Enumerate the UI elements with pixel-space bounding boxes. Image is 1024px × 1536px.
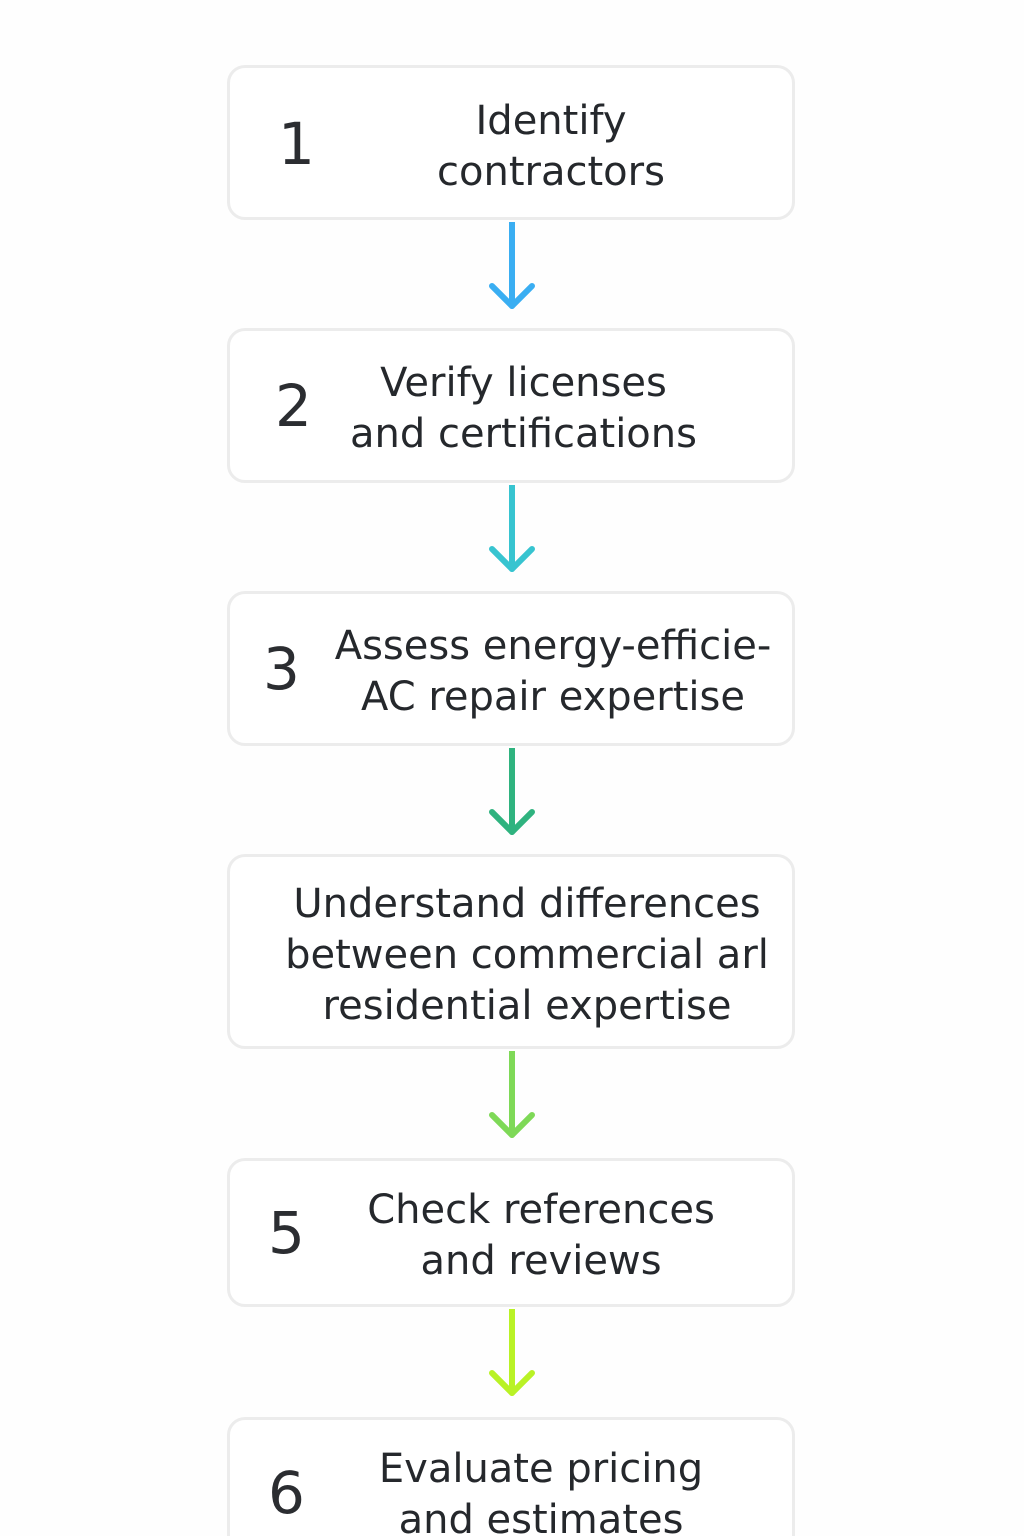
- step-label-4: Understand differences between commercia…: [285, 881, 769, 1029]
- arrow-down-icon: [489, 748, 535, 835]
- arrow-head: [489, 546, 535, 572]
- arrow-down-icon: [489, 1051, 535, 1138]
- step-box-3: 3 Assess energy-efficie- AC repair exper…: [227, 591, 795, 746]
- step-label-5: Check references and reviews: [367, 1187, 715, 1284]
- step-label-1: Identify contractors: [437, 98, 665, 195]
- step-label-3: Assess energy-efficie- AC repair experti…: [334, 623, 772, 720]
- step-label-2: Verify licenses and certifications: [350, 360, 697, 457]
- step-box-5: 5 Check references and reviews: [227, 1158, 795, 1307]
- step-number-1: 1: [278, 110, 315, 178]
- arrow-5-6: [486, 1309, 538, 1399]
- arrow-3-4: [486, 748, 538, 838]
- arrow-down-icon: [489, 1309, 535, 1396]
- step-box-4: Understand differences between commercia…: [227, 854, 795, 1049]
- arrow-head: [489, 1370, 535, 1396]
- arrow-head: [489, 809, 535, 835]
- step-label-6: Evaluate pricing and estimates: [378, 1446, 704, 1536]
- step-box-6: 6 Evaluate pricing and estimates: [227, 1417, 795, 1536]
- step-number-5: 5: [268, 1199, 305, 1267]
- arrow-2-3: [486, 485, 538, 575]
- arrow-4-5: [486, 1051, 538, 1141]
- arrow-1-2: [486, 222, 538, 312]
- step-box-2: 2 Verify licenses and certifications: [227, 328, 795, 483]
- step-number-6: 6: [268, 1459, 305, 1527]
- arrow-down-icon: [489, 485, 535, 572]
- step-box-1: 1 Identify contractors: [227, 65, 795, 220]
- arrow-head: [489, 1112, 535, 1138]
- step-number-2: 2: [275, 372, 312, 440]
- arrow-head: [489, 283, 535, 309]
- step-number-3: 3: [263, 635, 300, 703]
- arrow-down-icon: [489, 222, 535, 309]
